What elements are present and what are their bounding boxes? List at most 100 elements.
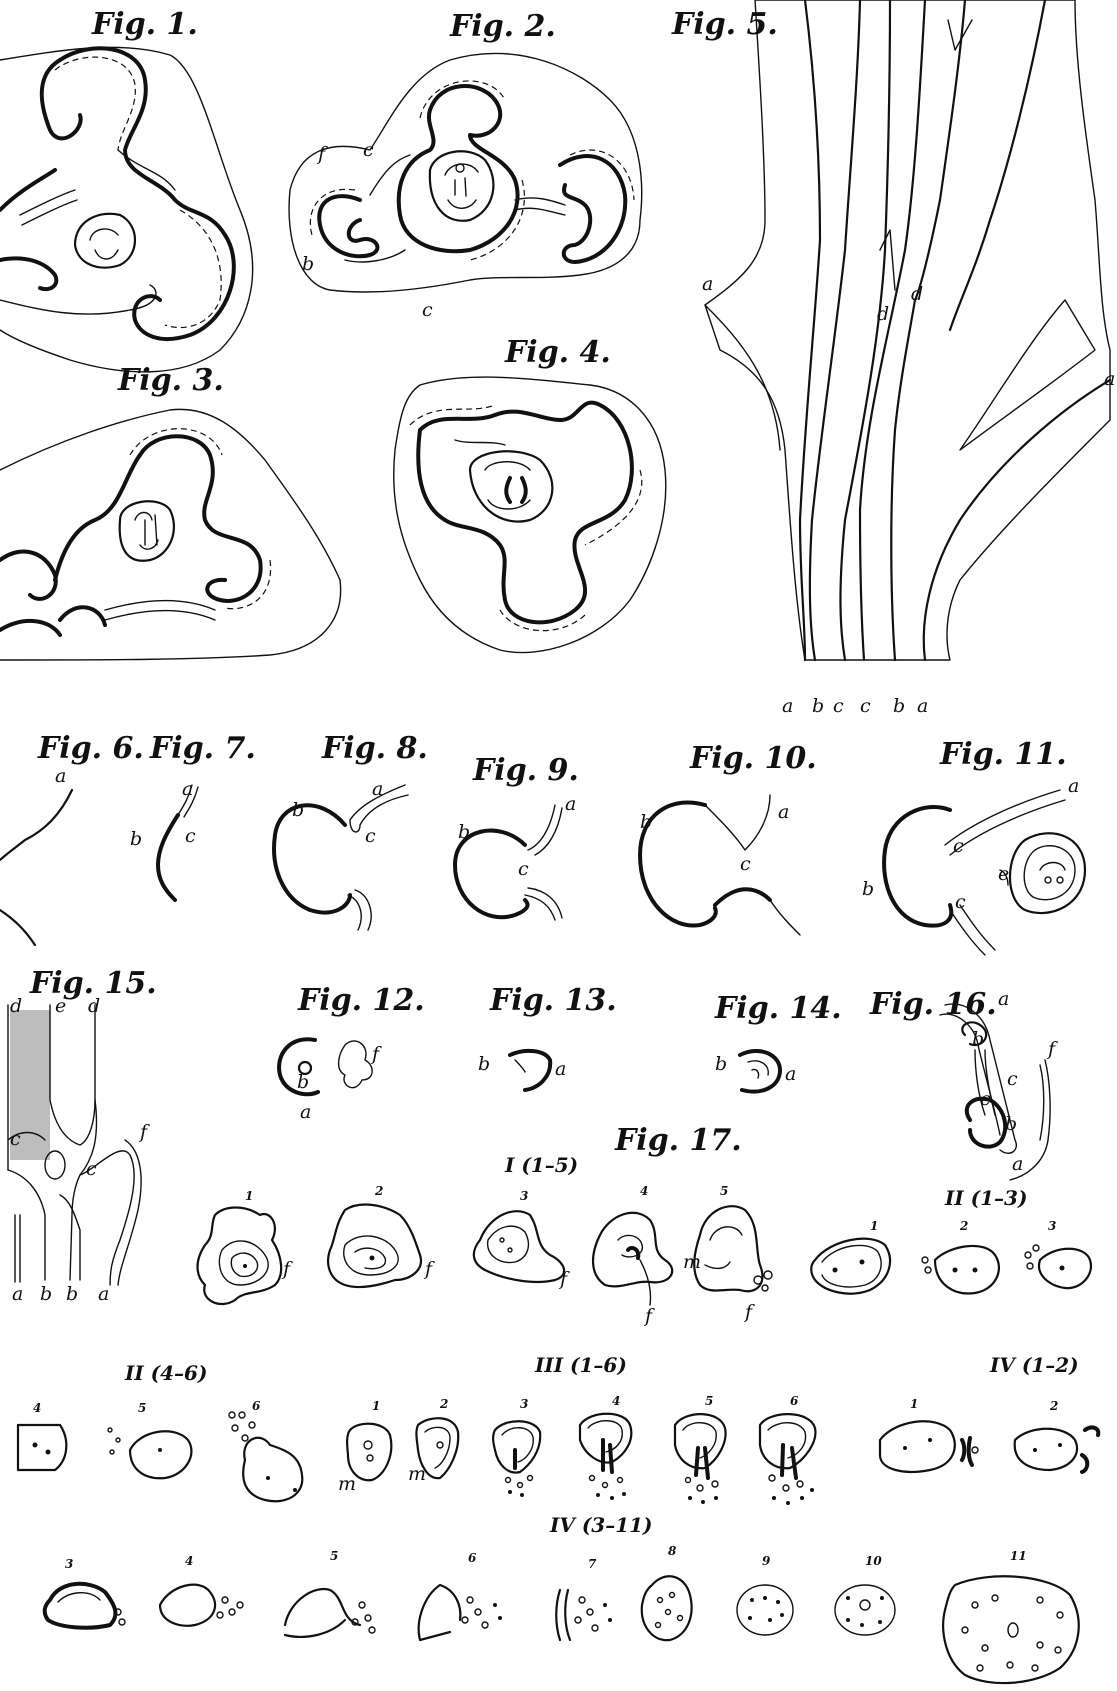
- fig-5-label-a-bottom2: a: [917, 695, 928, 717]
- fig-7-title: Fig. 7.: [149, 731, 256, 766]
- s4a-num-1: 1: [910, 1397, 918, 1411]
- fig-16-label-a2: a: [1012, 1153, 1023, 1175]
- fig-14-label-b: b: [715, 1053, 727, 1075]
- s4a-num-2: 2: [1049, 1399, 1058, 1413]
- fig-15-label-d1: d: [10, 995, 22, 1017]
- series-I-label: I (1–5): [504, 1153, 578, 1177]
- s3-num-4: 4: [612, 1394, 620, 1408]
- fig-13-title: Fig. 13.: [489, 983, 617, 1018]
- fig-8: Fig. 8. b a c: [274, 731, 428, 930]
- fig-16-label-c2: c: [980, 1088, 991, 1110]
- s4b-num-4: 4: [185, 1554, 193, 1568]
- series-IV-1-2-label: IV (1–2): [989, 1353, 1079, 1377]
- fig-2-label-c: c: [363, 139, 374, 161]
- s1-mark-f-5: f: [743, 1301, 755, 1323]
- s1-mark-f-1: f: [281, 1258, 293, 1280]
- fig-13-label-b: b: [478, 1053, 490, 1075]
- s4b-num-6: 6: [468, 1551, 477, 1565]
- fig-4-title: Fig. 4.: [504, 335, 611, 370]
- s1-mark-f-3: f: [558, 1268, 570, 1290]
- fig-7-label-c: c: [185, 825, 196, 847]
- fig-5-label-a-left: a: [702, 273, 713, 295]
- fig-12-title: Fig. 12.: [297, 983, 425, 1018]
- series-I-sections: 1 f 2 f 3 f 4 f 5: [198, 1184, 773, 1327]
- s4b-num-7: 7: [588, 1557, 597, 1571]
- fig-7-label-a: a: [182, 778, 193, 800]
- s2b-num-6: 6: [252, 1399, 261, 1413]
- s1-num-1: 1: [245, 1189, 253, 1203]
- fig-10-label-c: c: [740, 853, 751, 875]
- fig-15-label-c1: c: [10, 1128, 21, 1150]
- fig-12-label-b: b: [297, 1071, 309, 1093]
- fig-1: Fig. 1.: [0, 7, 253, 372]
- fig-4: Fig. 4.: [394, 335, 666, 653]
- series-IV-3-11-sections: 3 4 5 6 7: [45, 1544, 1079, 1683]
- s4b-num-3: 3: [65, 1557, 73, 1571]
- fig-16-label-a1: a: [998, 988, 1009, 1010]
- fig-5-label-c-bottom1: c: [833, 695, 844, 717]
- fig-5-label-c-bottom2: c: [860, 695, 871, 717]
- fig-12: Fig. 12. f b a: [279, 983, 425, 1123]
- fig-12-label-a: a: [300, 1101, 311, 1123]
- fig-11-title: Fig. 11.: [939, 737, 1067, 772]
- fig-11-label-b: b: [862, 878, 874, 900]
- fig-11-label-a: a: [1068, 775, 1079, 797]
- s1-num-5: 5: [720, 1184, 728, 1198]
- fig-5-label-a-right: a: [1104, 368, 1115, 390]
- series-IV-3-11-label: IV (3–11): [549, 1513, 653, 1537]
- fig-1-title: Fig. 1.: [91, 7, 198, 42]
- s4b-num-5: 5: [330, 1549, 338, 1563]
- fig-2-label-b: b: [302, 253, 314, 275]
- s4b-num-10: 10: [865, 1554, 882, 1568]
- series-II-4-6-label: II (4–6): [124, 1361, 207, 1385]
- fig-8-label-a: a: [372, 778, 383, 800]
- s1-mark-f-2: f: [423, 1258, 435, 1280]
- fig-9-label-b: b: [458, 821, 470, 843]
- fig-13-label-a: a: [555, 1058, 566, 1080]
- fig-6-label-a: a: [55, 765, 66, 787]
- s3-num-3: 3: [520, 1397, 528, 1411]
- s1-num-2: 2: [374, 1184, 383, 1198]
- s2a-num-3: 3: [1048, 1219, 1056, 1233]
- fig-8-title: Fig. 8.: [321, 731, 428, 766]
- fig-5-label-d2: d: [911, 283, 923, 305]
- fig-15-label-c2: c: [86, 1158, 97, 1180]
- fig-6: Fig. 6. a: [0, 731, 144, 945]
- s4b-num-9: 9: [762, 1554, 771, 1568]
- s1-num-4: 4: [640, 1184, 648, 1198]
- fig-15-label-e: e: [55, 995, 66, 1017]
- series-III-sections: 1 m 2 m 3 4: [338, 1394, 815, 1505]
- fig-15-label-a1: a: [12, 1283, 23, 1305]
- fig-5-label-d1: d: [877, 303, 889, 325]
- fig-11-label-e: e: [998, 863, 1009, 885]
- fig-15-label-f: f: [138, 1121, 150, 1143]
- s3-num-5: 5: [705, 1394, 713, 1408]
- series-II-1-3-sections: 1 2 3: [811, 1219, 1091, 1294]
- s3-mark-m-2: m: [408, 1463, 426, 1485]
- fig-10-label-b: b: [640, 811, 652, 833]
- fig-3-title: Fig. 3.: [117, 363, 224, 398]
- fig-17-title: Fig. 17.: [614, 1123, 742, 1158]
- fig-2-label-f: f: [316, 143, 328, 165]
- fig-8-label-c: c: [365, 825, 376, 847]
- fig-15-label-b1: b: [40, 1283, 52, 1305]
- fig-10: Fig. 10. b a c: [640, 741, 817, 935]
- fig-15-label-d2: d: [88, 995, 100, 1017]
- fig-2-label-c2: c: [422, 299, 433, 321]
- series-III-label: III (1–6): [534, 1353, 627, 1377]
- s1-mark-m: m: [683, 1251, 701, 1273]
- series-IV-1-2-sections: 1 2: [880, 1397, 1098, 1472]
- fig-7: Fig. 7. a c b: [130, 731, 256, 900]
- fig-17: Fig. 17. I (1–5) II (1–3) II (4–6) III (…: [18, 1123, 1098, 1683]
- s4b-num-11: 11: [1010, 1549, 1027, 1563]
- fig-14-label-a: a: [785, 1063, 796, 1085]
- fig-13: Fig. 13. b a: [478, 983, 617, 1090]
- fig-16-label-b2: b: [1005, 1113, 1017, 1135]
- s2a-num-2: 2: [959, 1219, 968, 1233]
- s4b-num-8: 8: [668, 1544, 677, 1558]
- fig-2-title: Fig. 2.: [449, 9, 556, 44]
- fig-16-label-f: f: [1046, 1038, 1058, 1060]
- s2b-num-5: 5: [138, 1401, 146, 1415]
- fig-5-label-b-bottom2: b: [893, 695, 905, 717]
